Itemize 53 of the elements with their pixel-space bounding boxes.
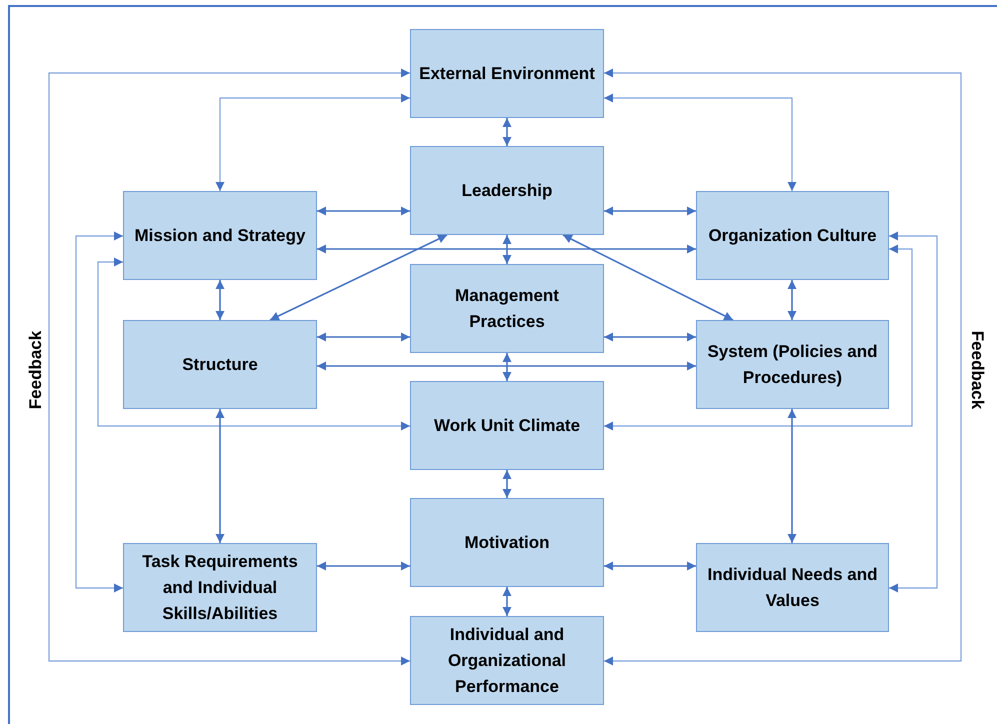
arrow xyxy=(270,234,448,321)
process-box xyxy=(410,264,604,353)
arrow xyxy=(604,206,696,216)
arrow xyxy=(889,232,938,592)
arrow xyxy=(604,94,796,191)
box-label: External Environment xyxy=(419,62,595,84)
process-box xyxy=(696,543,889,632)
arrow xyxy=(216,94,410,191)
process-box xyxy=(123,191,317,280)
arrow xyxy=(75,232,123,592)
box-label: Work Unit Climate xyxy=(434,414,580,436)
arrow xyxy=(562,234,734,321)
arrow xyxy=(317,206,410,216)
process-box xyxy=(123,543,317,632)
arrow xyxy=(317,244,696,254)
process-box xyxy=(410,498,604,587)
arrow xyxy=(48,68,410,666)
box-label: Organization Culture xyxy=(708,224,877,247)
process-box xyxy=(410,29,604,118)
process-box xyxy=(410,146,604,235)
side-label: Feedback xyxy=(967,330,988,412)
process-box xyxy=(410,616,604,705)
process-box xyxy=(410,381,604,470)
box-label: Motivation xyxy=(464,532,550,554)
arrow xyxy=(788,280,796,320)
process-box xyxy=(696,191,889,280)
box-label: Individual Needs and Values xyxy=(706,564,879,612)
box-label: Task Requirements and Individual Skills/Abilities xyxy=(141,550,299,624)
side-label: Feedback xyxy=(25,330,46,412)
arrow xyxy=(97,258,410,430)
arrow xyxy=(216,280,224,320)
arrow xyxy=(317,362,696,370)
arrow xyxy=(604,68,962,666)
arrow xyxy=(502,470,512,498)
arrow xyxy=(502,235,512,264)
arrow xyxy=(502,118,512,146)
arrow xyxy=(317,562,410,570)
arrow xyxy=(604,562,696,570)
arrow xyxy=(502,353,512,381)
process-box xyxy=(123,320,317,409)
arrow xyxy=(317,332,410,342)
box-label: System (Policies and Procedures) xyxy=(706,340,879,388)
box-label: Mission and Strategy xyxy=(134,224,306,247)
box-label: Leadership xyxy=(462,180,552,202)
box-label: Individual and Organizational Performance xyxy=(446,624,568,698)
process-box xyxy=(696,320,889,409)
arrow xyxy=(604,244,913,430)
arrow xyxy=(502,587,512,616)
box-label: Management Practices xyxy=(454,284,560,332)
arrow xyxy=(788,409,796,543)
arrow xyxy=(216,409,224,543)
box-label: Structure xyxy=(182,354,258,376)
arrow xyxy=(604,332,696,342)
